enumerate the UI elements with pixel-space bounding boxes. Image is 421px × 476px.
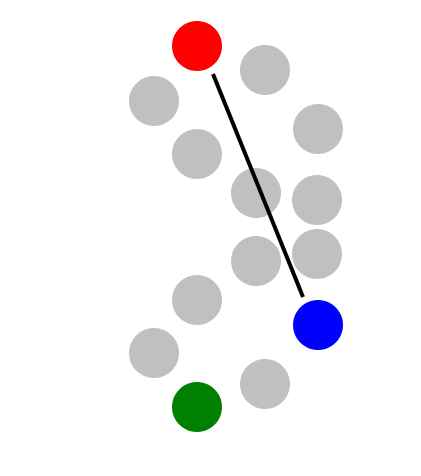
obstacle-circle [240, 359, 290, 409]
obstacle-circle [240, 45, 290, 95]
green-agent-circle[interactable] [172, 382, 222, 432]
obstacle-circle [172, 129, 222, 179]
obstacle-circle [231, 236, 281, 286]
obstacle-circle [129, 76, 179, 126]
obstacle-circle [172, 275, 222, 325]
red-agent-circle[interactable] [172, 21, 222, 71]
obstacle-circle [231, 168, 281, 218]
obstacle-circle [293, 104, 343, 154]
obstacle-circle [129, 328, 179, 378]
connection-line [211, 73, 305, 298]
obstacle-circle [292, 175, 342, 225]
obstacle-circle [292, 229, 342, 279]
obstacle-layer [129, 45, 343, 409]
blue-agent-circle[interactable] [293, 300, 343, 350]
